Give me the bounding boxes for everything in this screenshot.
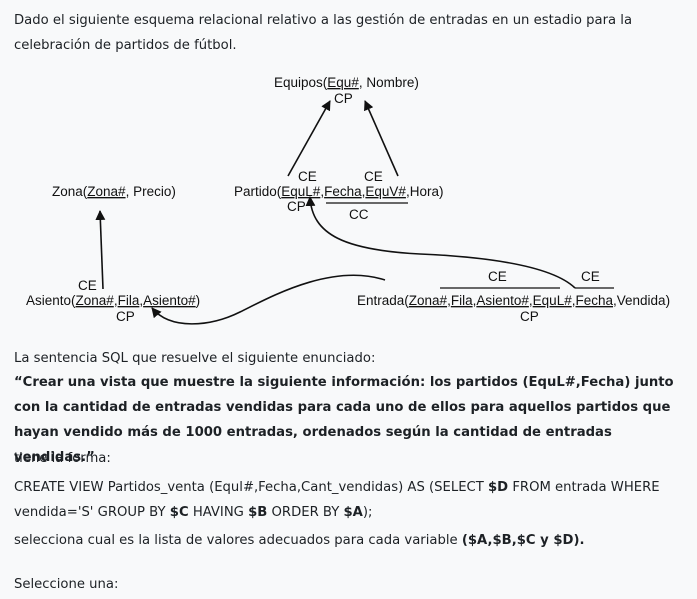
intro-text: Dado el siguiente esquema relacional rel… [14,13,633,53]
var-d: $D [488,480,509,495]
arrow-partido-equl-to-equipos [287,100,331,177]
select-instruction: selecciona cual es la lista de valores a… [14,533,585,548]
asiento-ce-label: CE [78,278,97,293]
choose-one-label: Seleccione una: [14,577,119,592]
variables-list: ($A,$B,$C y $D). [461,533,585,548]
equipos-relation: Equipos(Equ#, Nombre) [274,75,419,90]
relational-schema-diagram: Equipos(Equ#, Nombre) CP Zona(Zona#, Pre… [26,75,670,325]
partido-ce-label-left: CE [298,169,317,184]
entrada-ce-label-right: CE [581,269,600,284]
var-b: $B [248,505,268,520]
partido-cp-label: CP [287,199,306,214]
form-label-text: tiene la forma: [14,451,111,466]
partido-ce-label-right: CE [364,169,383,184]
entrada-ce-label-left: CE [488,269,507,284]
asiento-relation: Asiento(Zona#,Fila,Asiento#) [26,293,200,308]
sql-template: CREATE VIEW Partidos_venta (Equl#,Fecha,… [14,480,660,520]
question-statement: “Crear una vista que muestre la siguient… [14,375,674,465]
partido-cc-label: CC [349,207,369,222]
arrow-asiento-to-zona [95,210,106,290]
entrada-relation: Entrada(Zona#,Fila,Asiento#,EquL#,Fecha,… [357,293,670,308]
var-c: $C [169,505,189,520]
arrow-entrada-to-asiento [151,274,386,325]
arrow-entrada-to-partido [305,196,576,289]
zona-relation: Zona(Zona#, Precio) [52,184,176,199]
entrada-cp-label: CP [520,309,539,324]
asiento-cp-label: CP [116,309,135,324]
arrow-partido-equv-to-equipos [364,100,399,177]
equipos-cp-label: CP [334,91,353,106]
var-a: $A [343,505,363,520]
sql-lead-text: La sentencia SQL que resuelve el siguien… [14,351,376,366]
partido-relation: Partido(EquL#,Fecha,EquV#,Hora) [234,184,443,199]
